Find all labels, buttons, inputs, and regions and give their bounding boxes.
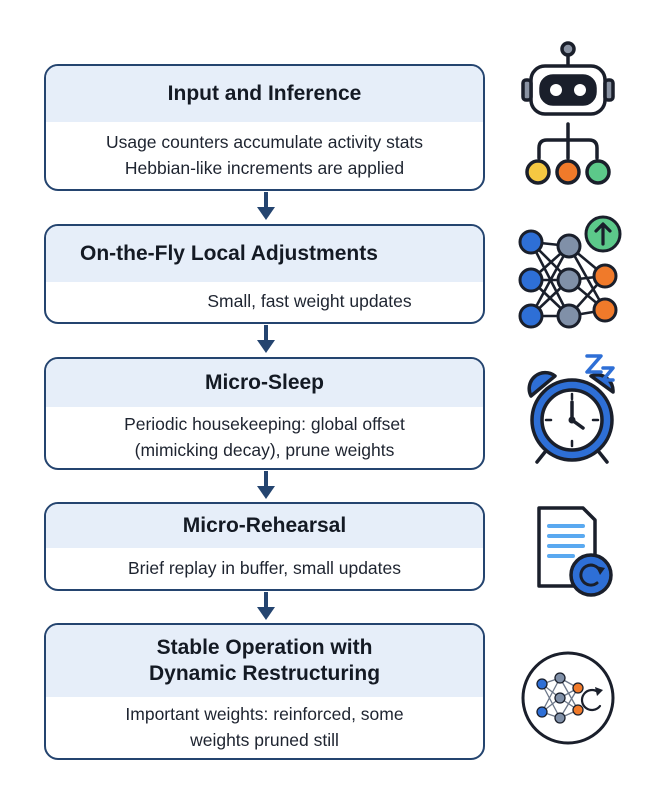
stage-title-text: Dynamic Restructuring [148,662,381,685]
stage-stable-operation: Stable Operation with Dynamic Restructur… [44,623,485,760]
document-refresh-icon [537,506,613,597]
stage-input-inference: Input and Inference Usage counters accum… [44,64,485,191]
robot-hierarchy-icon [521,41,615,185]
stage-description: Important weights: reinforced, some weig… [46,697,483,758]
stage-title-text: On-the-Fly Local Adjustments [80,241,378,265]
flow-arrow-down [257,325,275,353]
stage-description-line: Usage counters accumulate activity stats [105,132,424,153]
flow-arrow-down [257,192,275,220]
stage-description-line: Periodic housekeeping: global offset [124,414,405,435]
stage-local-adjustments: On-the-Fly Local Adjustments Small, fast… [44,224,485,324]
flow-arrow-down [257,592,275,620]
stage-title: Stable Operation with Dynamic Restructur… [46,625,483,697]
stage-micro-sleep: Micro-Sleep Periodic housekeeping: globa… [44,357,485,470]
stage-description-line: weights pruned still [190,729,339,750]
stage-title-text: Micro-Rehearsal [182,513,347,537]
stage-description-line: Hebbian-like increments are applied [124,157,405,178]
flow-arrow-down [257,471,275,499]
stage-description-line: Small, fast weight updates [207,291,412,312]
stage-description-line: (mimicking decay), prune weights [134,439,395,460]
stage-description-line: Important weights: reinforced, some [125,704,404,725]
stage-title-text: Stable Operation with [156,635,373,659]
stage-title: Input and Inference [46,66,483,122]
stage-description-line: Brief replay in buffer, small updates [127,557,402,578]
neural-network-up-icon [518,215,622,329]
stage-description: Brief replay in buffer, small updates [46,548,483,589]
network-cycle-icon [521,651,615,745]
stage-micro-rehearsal: Micro-Rehearsal Brief replay in buffer, … [44,502,485,591]
stage-description: Periodic housekeeping: global offset (mi… [46,407,483,468]
alarm-clock-sleep-icon [527,354,615,464]
stage-title: Micro-Rehearsal [46,504,483,548]
stage-description: Small, fast weight updates [46,282,483,322]
stage-title-text: Input and Inference [167,81,362,105]
stage-title: Micro-Sleep [46,359,483,407]
stage-description: Usage counters accumulate activity stats… [46,122,483,189]
stage-title-text: Micro-Sleep [204,370,325,394]
stage-title: On-the-Fly Local Adjustments [46,226,483,282]
